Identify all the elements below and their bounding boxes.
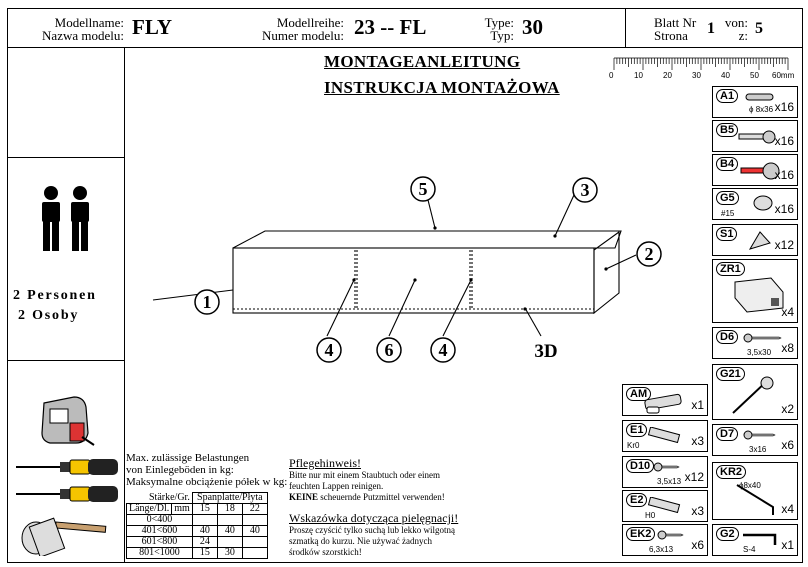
ruler-label: 50 (750, 71, 759, 80)
callout-4: 4 (439, 340, 448, 360)
series-value: 23 -- FL (354, 15, 427, 39)
persons-label-pl: 2 Osoby (18, 308, 80, 323)
mallet-icon (21, 517, 107, 556)
callout-6: 6 (385, 340, 394, 360)
cam-lock-icon (753, 195, 773, 211)
hanger-icon (734, 277, 784, 313)
page-frame (7, 8, 803, 563)
care-de: Pflegehinweis! Bitte nur mit einem Staub… (289, 456, 445, 502)
callout-1: 1 (203, 292, 212, 312)
part-g21: G21 x2 (712, 364, 798, 420)
part-zr1: ZR1 x4 (712, 259, 798, 323)
callout-2: 2 (645, 244, 654, 264)
cam-bolt-icon (738, 130, 776, 144)
cabinet-front (232, 247, 595, 314)
left-column-divider (124, 47, 125, 563)
part-kr2: KR2 ϕ8x40 x4 (712, 462, 798, 520)
screwdriver-cross-icon (16, 486, 118, 502)
ruler-label: 40 (721, 71, 730, 80)
left-column-rule (7, 360, 125, 361)
part-g2: G2 S-4 x1 (712, 524, 798, 556)
load-text: Max. zulässige Belastungen von Einlegebö… (126, 452, 288, 488)
ruler: 0 10 20 30 40 50 60mm (609, 57, 795, 80)
header-divider (7, 47, 803, 48)
hinge-icon (647, 427, 681, 444)
part-b5: B5 x16 (712, 120, 798, 152)
load-row-head: Länge/Dl. (125, 503, 173, 515)
tape-measure-icon (41, 396, 95, 446)
screw-icon (743, 430, 776, 440)
part-b4: B4 x16 (712, 154, 798, 186)
of-value: 5 (755, 20, 763, 37)
callout-3: 3 (581, 180, 590, 200)
screwdriver-flat-icon (16, 459, 118, 475)
screw-icon (657, 530, 684, 540)
part-e2: E2 H0 x3 (622, 490, 708, 522)
bracket-icon (748, 231, 771, 250)
load-unit: mm (171, 503, 193, 515)
ruler-label: 10 (634, 71, 643, 80)
two-persons-icon (42, 186, 89, 251)
callout-5: 5 (419, 179, 428, 199)
type-label: Type:Typ: (484, 15, 514, 43)
table-row: 0<400 (126, 514, 268, 526)
allen-key-icon (743, 533, 777, 545)
dowel-icon (745, 93, 774, 101)
title-pl: INSTRUKCJA MONTAŻOWA (324, 78, 560, 97)
part-ek2: EK2 6,3x13 x6 (622, 524, 708, 556)
fitting-icon (732, 376, 774, 414)
tube-icon (644, 393, 682, 414)
part-am: AM x1 (622, 384, 708, 416)
hook-icon (736, 484, 774, 515)
ruler-label: 60mm (772, 71, 795, 80)
callout-3d: 3D (534, 341, 557, 362)
ruler-label: 20 (663, 71, 672, 80)
cabinet-diagram: 1 2 3 5 4 6 4 3D (152, 176, 662, 363)
left-column-rule (7, 157, 125, 158)
persons-label-de: 2 Personen (13, 288, 97, 303)
part-d7: D7 3x16 x6 (712, 424, 798, 456)
part-d10: D10 3,5x13 x12 (622, 456, 708, 488)
load-table: Stärke/Gr. Spanplatte/Płyta Länge/Dl. mm… (125, 491, 268, 559)
cabinet-top (232, 230, 622, 249)
model-label: Modellname:Nazwa modelu: (42, 15, 124, 43)
part-s1: S1 x12 (712, 224, 798, 256)
of-label: von:z: (724, 15, 748, 43)
header-sheet-divider (625, 8, 626, 48)
connector-bolt-icon (740, 162, 780, 180)
screw-icon (653, 462, 680, 472)
model-value: FLY (132, 15, 173, 39)
care-pl: Wskazówka dotycząca pielęgnacji! Proszę … (289, 511, 459, 557)
sheet-value: 1 (707, 20, 715, 37)
callout-4: 4 (325, 340, 334, 360)
load-col-head: Stärke/Gr. (149, 491, 190, 503)
title-de: MONTAGEANLEITUNG (324, 52, 521, 71)
ruler-label: 30 (692, 71, 701, 80)
ruler-label: 0 (609, 71, 614, 80)
series-label: Modellreihe:Numer modelu: (262, 15, 344, 43)
hinge-icon (647, 497, 681, 514)
screw-icon (743, 333, 782, 343)
part-e1: E1 Kr0 x3 (622, 420, 708, 452)
part-d6: D6 3,5x30 x8 (712, 327, 798, 359)
part-g5: G5 #15 x16 (712, 188, 798, 220)
load-col-head: Spanplatte/Płyta (191, 492, 268, 504)
part-a1: A1 ϕ 8x36 x16 (712, 86, 798, 118)
type-value: 30 (522, 15, 543, 39)
